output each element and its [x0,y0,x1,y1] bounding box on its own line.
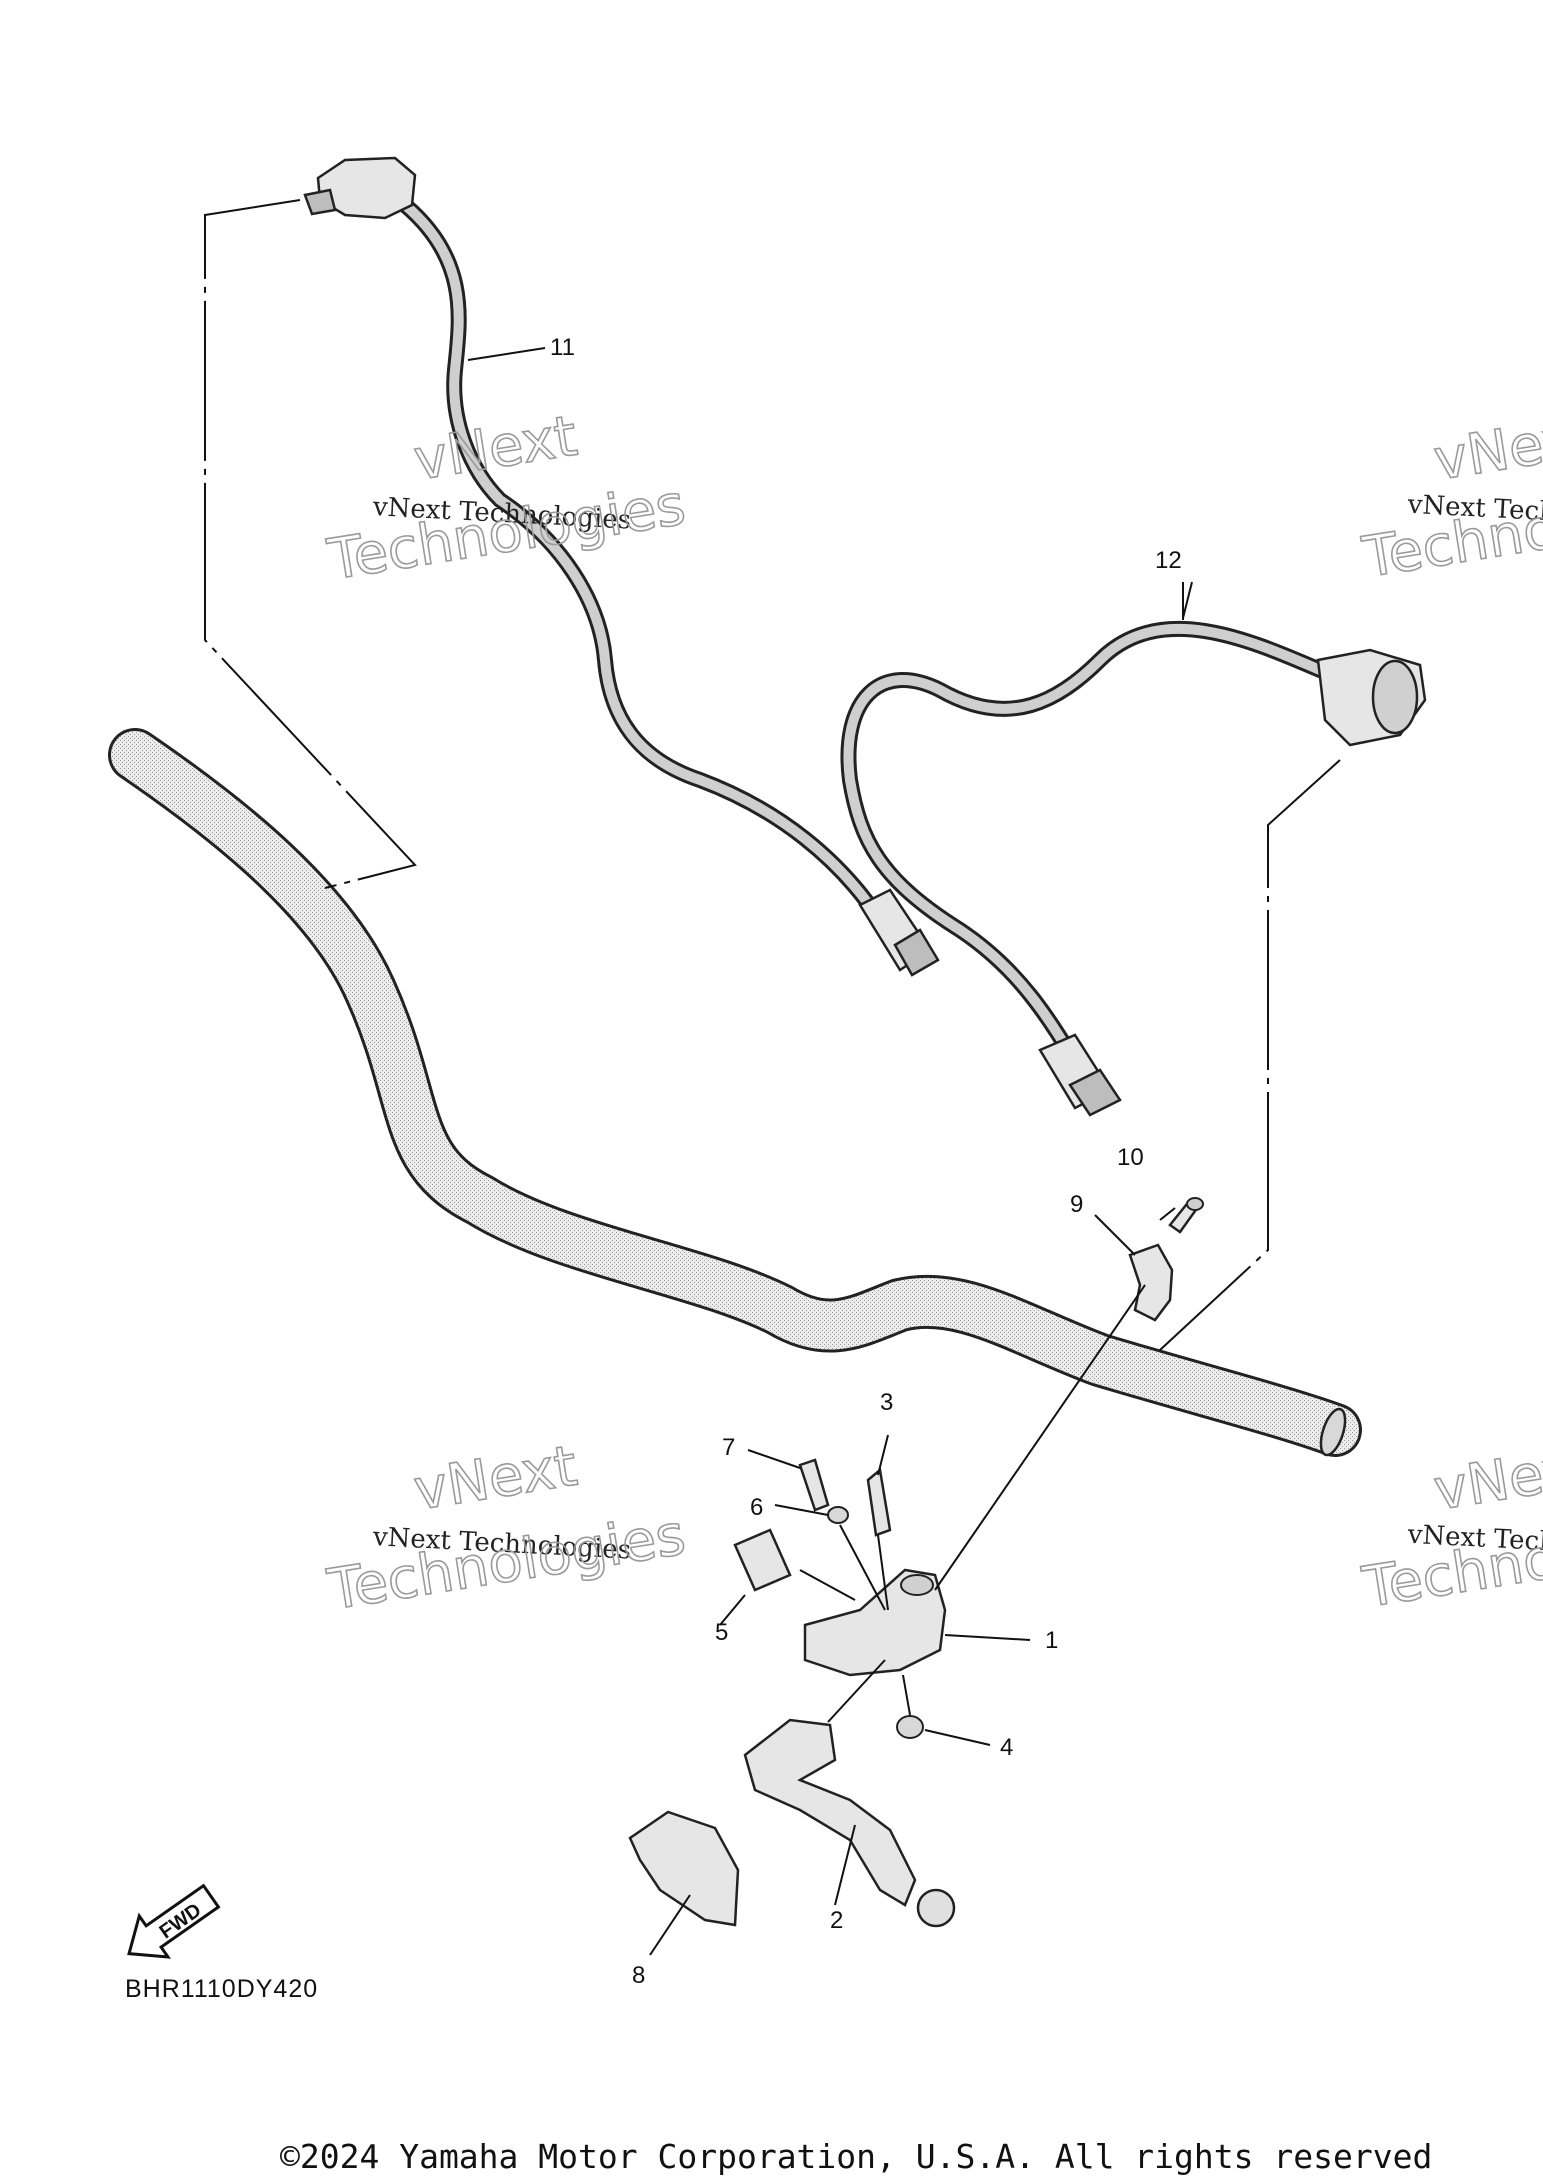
watermark-1-line1: vNext [410,404,582,494]
callout-1: 1 [1045,1627,1058,1654]
lever-cover [628,1810,740,1927]
bolt-10 [1168,1197,1204,1234]
reference-lines [204,199,1341,1351]
watermark-2-line3: Technologies [323,1503,689,1624]
callout-5: 5 [715,1619,728,1646]
clamp [1128,1243,1174,1322]
watermark-2: vNext vNext Technologies Technologies [322,1433,690,1624]
fwd-arrow-icon [127,1883,221,1959]
lever [743,1718,956,1928]
watermark-4-line1: vNext [1430,1434,1543,1524]
adjuster-5 [733,1528,792,1592]
fwd-arrow: FWD [127,1883,221,1959]
callout-8: 8 [632,1962,645,1989]
copyright-text: ©2024 Yamaha Motor Corporation, U.S.A. A… [280,2137,1432,2176]
nut-4 [896,1715,924,1739]
switch-housing-left [303,156,417,220]
callout-3: 3 [880,1389,893,1416]
bolt-3 [866,1467,892,1537]
leader-lines [467,347,1193,1956]
watermark-3: vNext vNext Technologies Technologies [1357,403,1543,592]
watermark-1-line3: Technologies [323,473,689,594]
watermark-3-line1: vNext [1430,404,1543,494]
callout-9: 9 [1070,1191,1083,1218]
collar-6 [827,1506,849,1524]
switch-harness-left [303,156,940,977]
watermark-2-line1: vNext [410,1434,582,1524]
diagram-code: BHR1110DY420 [125,1975,318,2003]
callout-labels: 1 2 3 4 5 6 7 8 9 10 11 12 [550,334,1182,1989]
callout-4: 4 [1000,1734,1013,1761]
callout-6: 6 [750,1494,763,1521]
callout-11: 11 [550,334,575,361]
switch-housing-right [1316,648,1427,747]
switch-harness-right [840,621,1427,1117]
callout-10: 10 [1117,1144,1144,1171]
connector-right [1038,1033,1122,1117]
callout-12: 12 [1155,547,1182,574]
callout-2: 2 [830,1907,843,1934]
watermark-4: vNext vNext Technologies Technologies [1357,1433,1543,1622]
lever-holder [803,1568,947,1677]
callout-7: 7 [722,1434,735,1461]
bolt-7 [798,1458,830,1512]
handlebar [108,728,1362,1457]
connector-left [858,888,940,977]
